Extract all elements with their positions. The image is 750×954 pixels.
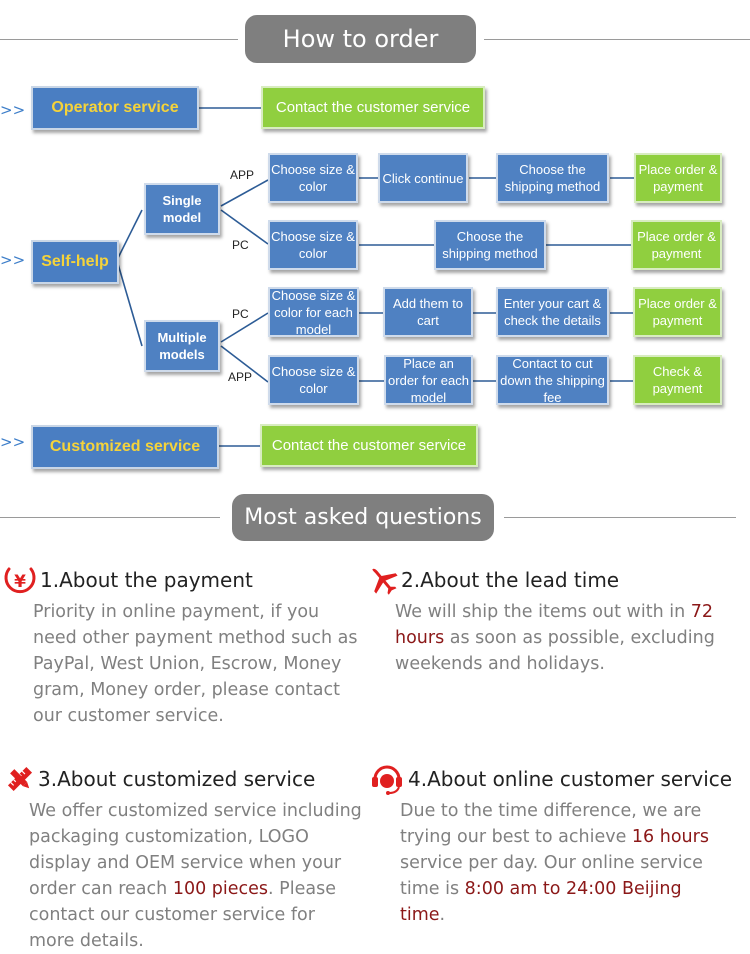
faq-text: . <box>439 905 446 925</box>
divider-left <box>0 39 238 40</box>
headset-icon <box>369 760 405 803</box>
faq-body-online-service: Due to the time difference, we are tryin… <box>400 798 730 928</box>
arrow-marker: >> <box>0 251 26 269</box>
faq-title-online-service: 4.About online customer service <box>408 767 733 791</box>
label-app: APP <box>228 370 253 384</box>
faq-title-customized: 3.About customized service <box>38 767 316 791</box>
label-pc: PC <box>232 238 249 252</box>
step-place-order: Place order & payment <box>634 153 722 203</box>
faq-title-payment: 1.About the payment <box>40 568 253 592</box>
customized-service-box: Customized service <box>31 425 219 469</box>
section-title-most-asked: Most asked questions <box>232 494 494 541</box>
faq-body-customized: We offer customized service including pa… <box>29 798 364 954</box>
step-click-continue: Click continue <box>378 153 468 203</box>
faq-highlight: 72 hours <box>395 602 714 648</box>
customized-contact-box: Contact the customer service <box>260 424 478 467</box>
faq-text: as soon as possible, excluding weekends … <box>395 628 715 674</box>
self-help-box: Self-help <box>31 240 119 284</box>
multiple-models-box: Multiple models <box>144 320 220 372</box>
faq-text: We will ship the items out with in <box>395 602 686 622</box>
faq-highlight: 16 hours <box>631 827 709 847</box>
faq-body-payment: Priority in online payment, if you need … <box>33 602 358 726</box>
step-check-cart: Enter your cart & check the details <box>496 287 609 337</box>
airplane-icon <box>367 564 399 601</box>
faq-highlight: 100 pieces <box>172 879 269 899</box>
step-contact-cut-fee: Contact to cut down the shipping fee <box>496 355 609 405</box>
step-place-order: Place order & payment <box>633 287 722 337</box>
faq-title-lead-time: 2.About the lead time <box>401 568 620 592</box>
step-check-payment: Check & payment <box>633 355 722 405</box>
step-order-each-model: Place an order for each model <box>384 355 473 405</box>
divider-left <box>0 517 220 518</box>
flow-connectors <box>117 107 634 447</box>
step-choose-size-color: Choose size & color <box>268 153 358 203</box>
arrow-marker: >> <box>0 433 26 451</box>
single-model-box: Single model <box>144 183 220 235</box>
faq-text: We offer customized service including pa… <box>29 801 362 899</box>
faq-highlight: 8:00 am to 24:00 Beijing time <box>400 879 682 925</box>
divider-right <box>504 517 736 518</box>
faq-text: service per day. Our online service time… <box>400 853 703 899</box>
operator-service-box: Operator service <box>31 86 199 130</box>
label-app: APP <box>230 168 255 182</box>
operator-contact-box: Contact the customer service <box>261 86 485 129</box>
step-choose-size-color: Choose size & color <box>268 220 358 270</box>
arrow-marker: >> <box>0 101 26 119</box>
step-add-to-cart: Add them to cart <box>383 287 473 337</box>
step-choose-size-color: Choose size & color <box>268 355 359 405</box>
step-choose-shipping: Choose the shipping method <box>496 153 609 203</box>
faq-body-lead-time: We will ship the items out with in 72 ho… <box>395 599 730 677</box>
svg-text:¥: ¥ <box>14 572 26 592</box>
label-pc: PC <box>232 307 249 321</box>
divider-right <box>484 39 750 40</box>
step-choose-shipping: Choose the shipping method <box>434 220 546 270</box>
yen-coin-icon: ¥ <box>2 563 38 602</box>
section-title-how-to-order: How to order <box>245 15 476 63</box>
step-place-order: Place order & payment <box>631 220 722 270</box>
pencil-ruler-icon <box>3 762 37 801</box>
step-choose-size-color-each: Choose size & color for each model <box>268 287 359 337</box>
faq-text: Due to the time difference, we are tryin… <box>400 801 702 847</box>
